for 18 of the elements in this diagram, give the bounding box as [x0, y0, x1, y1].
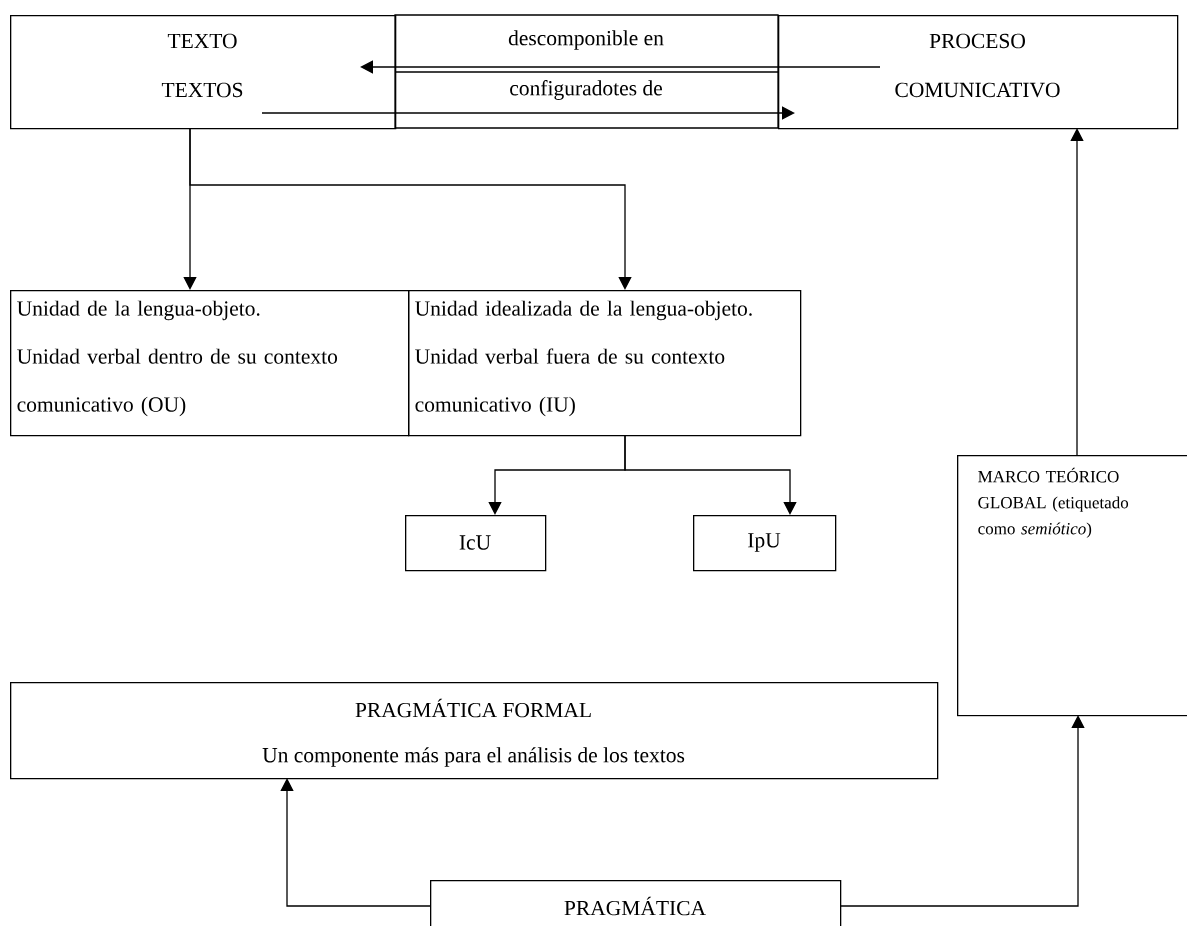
text-box: MARCO TEÓRICO GLOBAL (etiquetado como semiótico)	[957, 455, 1187, 717]
table-cell: TEXTO TEXTOS	[10, 15, 397, 130]
table-cell: Unidad idealizada de la lengua-objeto. Unidad verbal fuera de su contexto comunicativo (IU)	[408, 290, 802, 437]
edge-label: descomponible en	[508, 30, 664, 50]
table-cell: PROCESO COMUNICATIVO	[778, 15, 1179, 130]
arrow	[189, 127, 632, 290]
arrow	[360, 60, 881, 74]
arrow	[624, 434, 797, 515]
arrow	[280, 778, 431, 907]
edge-label: configuradotes de	[510, 80, 662, 100]
arrow	[261, 106, 795, 120]
table-cell: Unidad de la lengua-objeto. Unidad verbal dentro de su contexto comunicativo (OU)	[10, 290, 410, 437]
arrow	[839, 715, 1085, 907]
text-box: IpU	[693, 515, 837, 572]
arrow	[1070, 128, 1084, 456]
text-box: IcU	[405, 515, 547, 572]
text-box: PRAGMÁTICA	[430, 880, 842, 926]
text-box: PRAGMÁTICA FORMAL Un componente más para el análisis de los textos	[10, 682, 939, 780]
